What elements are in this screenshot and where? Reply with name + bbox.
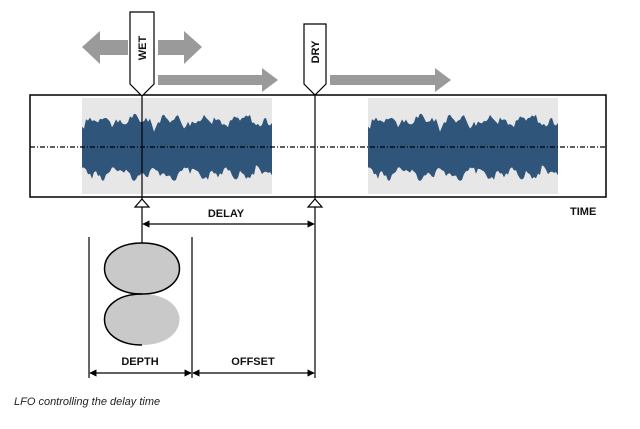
time-arrow-dry-icon (330, 68, 451, 92)
offset-label: OFFSET (231, 356, 275, 368)
figure-caption: LFO controlling the delay time (14, 396, 161, 408)
depth-label: DEPTH (121, 356, 158, 368)
delay-label: DELAY (208, 208, 245, 220)
lfo-shade-left-upper (104, 243, 142, 294)
lfo-shade-right-lower (142, 294, 180, 345)
time-label: TIME (570, 206, 596, 218)
dry-marker: DRY (303, 23, 327, 378)
lfo-wave-cont (103, 242, 143, 295)
wet-label: WET (137, 36, 149, 61)
wet-marker: WET (129, 11, 155, 243)
left-arrow-icon (82, 31, 128, 64)
right-arrow-icon (158, 31, 202, 64)
time-arrow-wet-icon (158, 68, 278, 92)
dry-label: DRY (310, 40, 322, 63)
